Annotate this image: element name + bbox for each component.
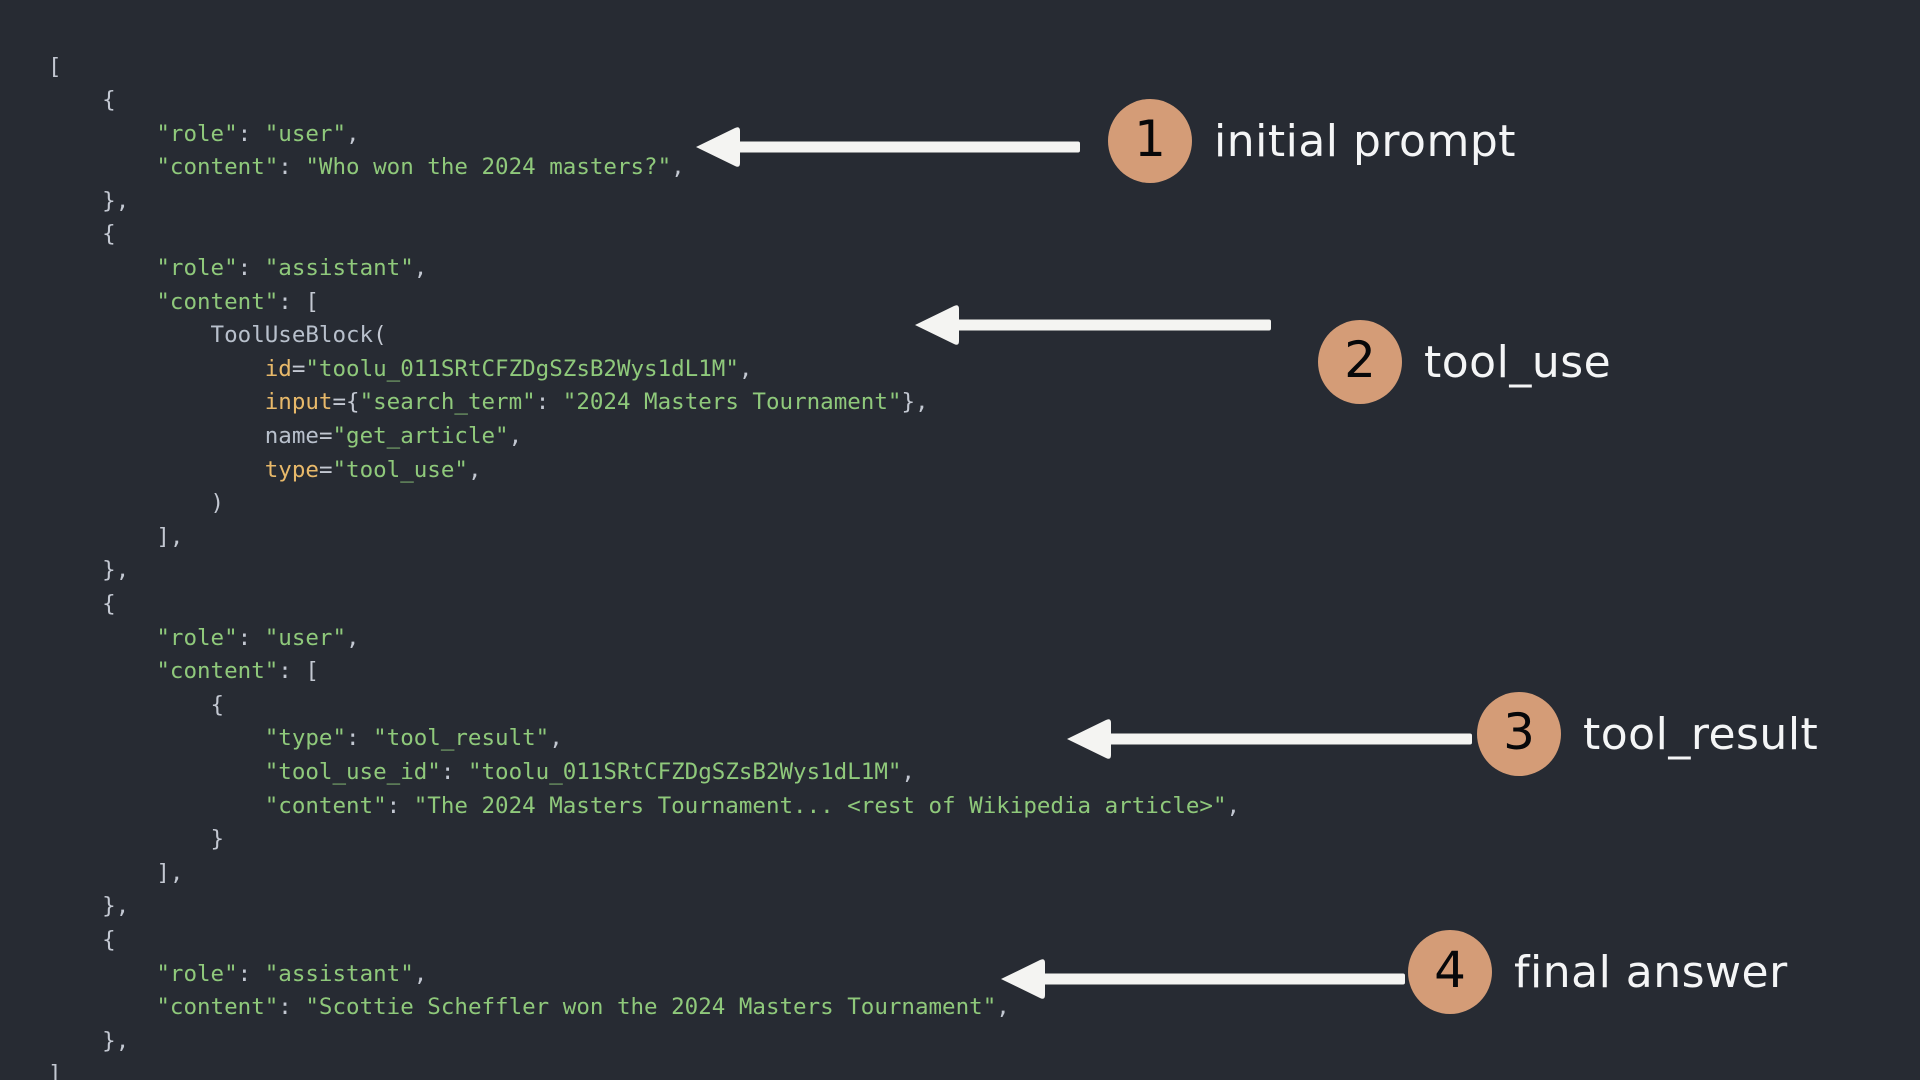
- code-line: ): [48, 490, 225, 517]
- code-line: "role": "assistant",: [48, 960, 428, 987]
- code-line: {: [48, 221, 116, 248]
- code-line: ],: [48, 859, 184, 886]
- code-line: {: [48, 926, 116, 953]
- code-line: {: [48, 87, 116, 114]
- code-line-final-answer: "content": "Scottie Scheffler won the 20…: [48, 994, 1010, 1021]
- annotation-2: 2 tool_use: [1318, 320, 1611, 404]
- annotation-number-badge-2: 2: [1318, 320, 1402, 404]
- annotation-3: 3 tool_result: [1477, 692, 1818, 776]
- annotation-number-badge-3: 3: [1477, 692, 1561, 776]
- code-block: [ { "role": "user", "content": "Who won …: [48, 51, 1240, 1080]
- code-line: "content": [: [48, 288, 319, 315]
- callout-arrow-1: [694, 124, 1080, 170]
- callout-arrow-4: [999, 956, 1405, 1002]
- code-line-result-type: "type": "tool_result",: [48, 725, 563, 752]
- annotation-label-tool-use: tool_use: [1424, 336, 1612, 388]
- code-line-result-id: "tool_use_id": "toolu_011SRtCFZDgSZsB2Wy…: [48, 758, 915, 785]
- callout-arrow-2: [913, 302, 1271, 348]
- code-line-tool-name: name="get_article",: [48, 423, 523, 450]
- annotation-label-initial-prompt: initial prompt: [1214, 115, 1517, 167]
- code-line: },: [48, 1027, 130, 1054]
- annotation-label-final-answer: final answer: [1514, 946, 1788, 998]
- code-line: {: [48, 691, 225, 718]
- code-line: "role": "user",: [48, 120, 360, 147]
- code-line-initial-prompt: "content": "Who won the 2024 masters?",: [48, 154, 685, 181]
- annotation-label-tool-result: tool_result: [1583, 708, 1819, 760]
- code-line: },: [48, 893, 130, 920]
- code-line: ]: [48, 1061, 62, 1080]
- annotation-number-badge-1: 1: [1108, 99, 1192, 183]
- code-line-tool-id: id="toolu_011SRtCFZDgSZsB2Wys1dL1M",: [48, 355, 753, 382]
- code-line: ],: [48, 523, 184, 550]
- code-line: }: [48, 826, 225, 853]
- code-line-tooluseblock: ToolUseBlock(: [48, 322, 387, 349]
- code-line: },: [48, 187, 130, 214]
- code-line: {: [48, 591, 116, 617]
- code-line: [: [48, 53, 62, 80]
- code-line-result-content: "content": "The 2024 Masters Tournament.…: [48, 792, 1241, 819]
- code-line: },: [48, 557, 130, 584]
- annotation-4: 4 final answer: [1408, 930, 1788, 1014]
- annotation-1: 1 initial prompt: [1108, 99, 1516, 183]
- callout-arrow-3: [1065, 716, 1472, 762]
- code-line-tool-input: input={"search_term": "2024 Masters Tour…: [48, 389, 929, 416]
- code-line: "content": [: [48, 658, 319, 685]
- code-line: "role": "user",: [48, 624, 360, 651]
- annotation-number-badge-4: 4: [1408, 930, 1492, 1014]
- code-line: "role": "assistant",: [48, 255, 428, 282]
- code-line-tool-type: type="tool_use",: [48, 456, 482, 483]
